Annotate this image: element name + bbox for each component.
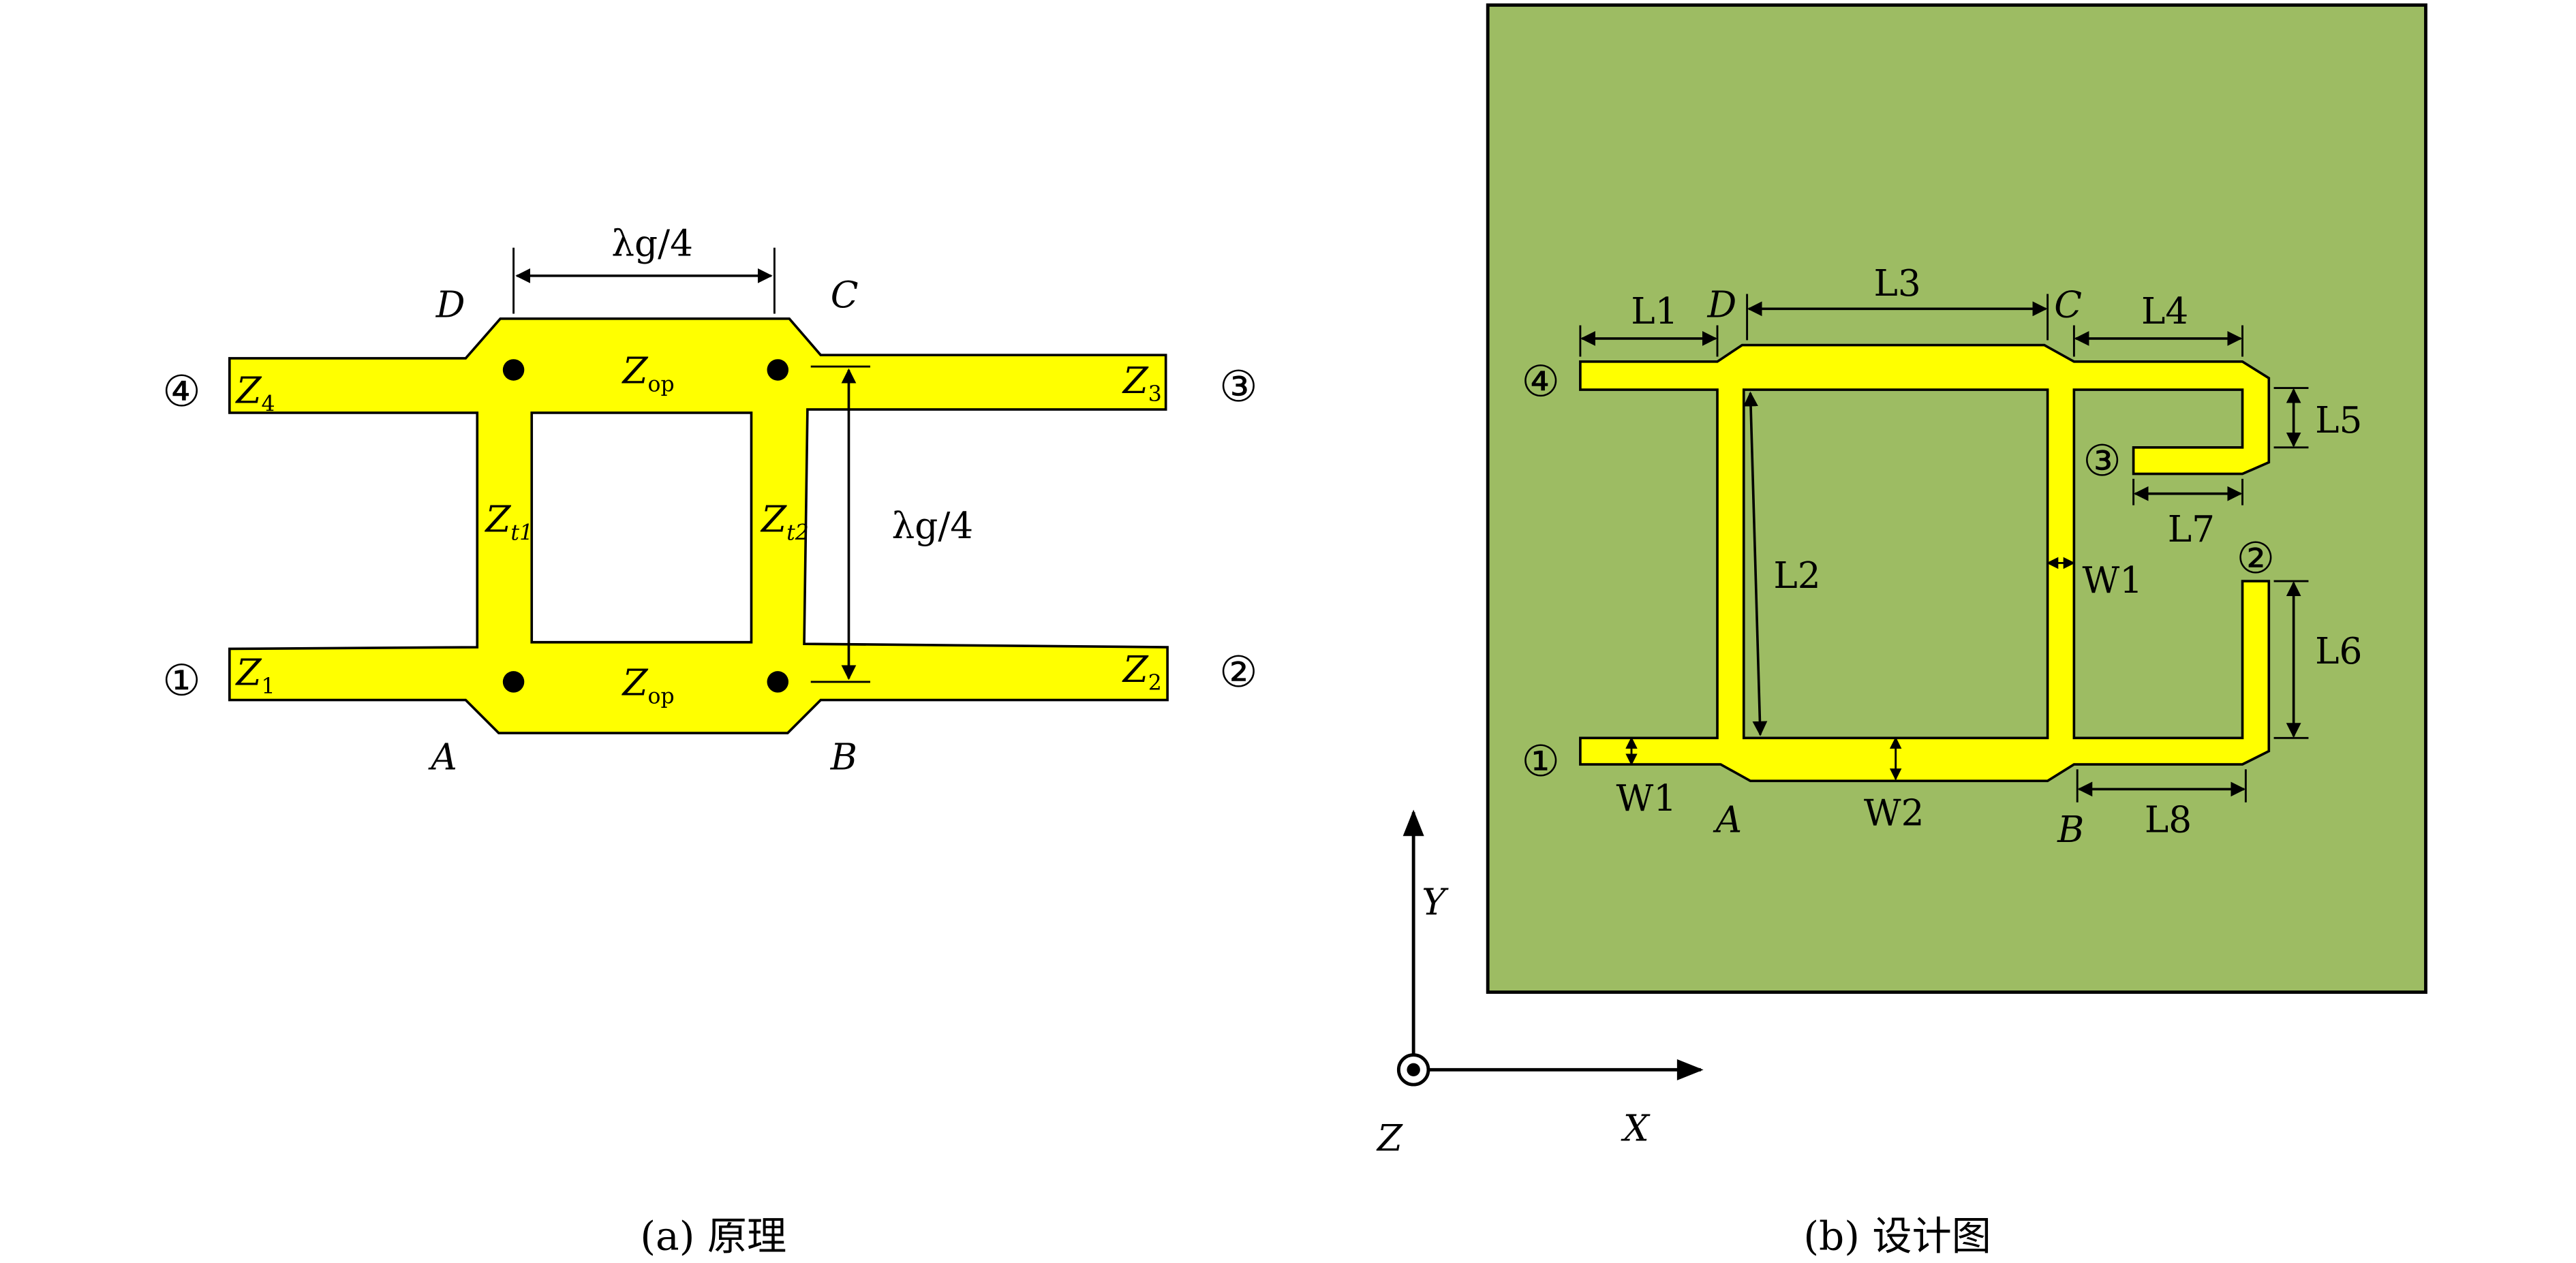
axis-y-label: Y	[1422, 882, 1449, 924]
caption-b: (b) 设计图	[1803, 1213, 1991, 1259]
impedance-zt2: Zt2	[760, 498, 809, 545]
port-a-3: ③	[1219, 362, 1257, 411]
impedance-zop-bottom: Zop	[622, 661, 675, 708]
panel-a: λg/4 λg/4 D C A B ④ ① ③ ② Z4 Z1 Z3 Z2 Zo…	[162, 223, 1257, 1260]
port-a-4: ④	[162, 367, 200, 416]
dim-b-l5-label: L5	[2315, 399, 2362, 441]
panel-a-coupler-trace	[228, 317, 1169, 734]
dim-a-top-label: λg/4	[611, 223, 693, 265]
dim-b-l8-label: L8	[2145, 798, 2192, 841]
dim-b-l6-label: L6	[2315, 630, 2362, 672]
dim-a-side-label: λg/4	[891, 505, 973, 547]
dim-b-w1-right-label: W1	[2083, 559, 2143, 602]
substrate	[1486, 3, 2427, 994]
impedance-zop-top: Zop	[622, 349, 675, 396]
node-b-label-c: C	[2054, 283, 2082, 326]
port-b-1: ①	[1521, 736, 1559, 786]
node-a-label-c: C	[831, 274, 859, 316]
node-b-label-b: B	[2057, 809, 2084, 851]
impedance-z2: Z2	[1122, 649, 1162, 696]
port-b-3: ③	[2083, 436, 2121, 486]
dim-b-l4-label: L4	[2141, 290, 2188, 332]
impedance-z1: Z1	[235, 652, 275, 699]
dot-c	[767, 359, 789, 381]
port-b-2: ②	[2237, 533, 2275, 583]
dot-d	[502, 359, 525, 381]
dim-b-l1-label: L1	[1631, 290, 1678, 332]
node-a-label-d: D	[435, 283, 465, 326]
impedance-z4: Z4	[235, 369, 275, 416]
caption-a: (a) 原理	[640, 1213, 786, 1259]
impedance-z3: Z3	[1122, 360, 1162, 407]
dim-b-l2-label: L2	[1773, 555, 1820, 597]
node-b-label-a: A	[1713, 798, 1743, 841]
port-b-4: ④	[1521, 357, 1559, 407]
impedance-zt1: Zt1	[484, 498, 533, 545]
axis-x-label: X	[1621, 1108, 1651, 1150]
dim-b-l2-arrow	[1743, 391, 1768, 736]
node-a-label-b: B	[830, 736, 857, 778]
axis-z-inner	[1407, 1063, 1420, 1077]
port-a-2: ②	[1219, 647, 1257, 697]
dim-b-l3-label: L3	[1873, 262, 1920, 305]
dim-b-w2-label: W2	[1864, 792, 1925, 835]
axis-z-label: Z	[1376, 1117, 1403, 1159]
port-a-1: ①	[162, 655, 200, 705]
node-b-label-d: D	[1706, 283, 1736, 326]
dot-b	[767, 671, 789, 693]
panel-b: L1 L3 L4 L5 L7 L6 L8 L2	[1376, 3, 2427, 1259]
dim-b-l7-label: L7	[2168, 508, 2215, 550]
node-a-label-a: A	[427, 736, 457, 778]
dot-a	[502, 671, 525, 693]
dim-b-w1-left-label: W1	[1616, 777, 1676, 820]
